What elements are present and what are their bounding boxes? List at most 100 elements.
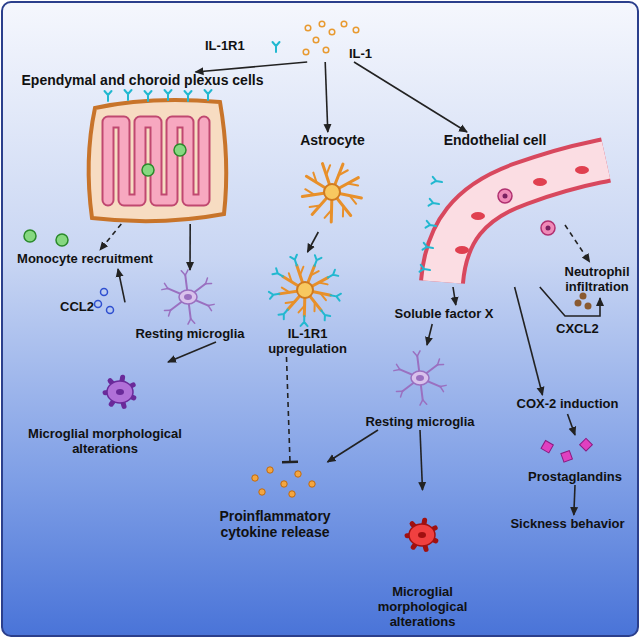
prostaglandin-symbol [561, 451, 573, 463]
edge-label: CXCL2 [556, 322, 599, 337]
microglia-process [413, 352, 417, 356]
label-node: Sickness behavior [505, 515, 630, 534]
cytokine-dot [309, 481, 315, 487]
node-text: IL-1R1 upregulation [258, 327, 358, 357]
receptor-icon [185, 91, 192, 101]
blood-cell [455, 246, 469, 254]
receptor-icon [279, 307, 291, 319]
illustration-group [105, 21, 447, 549]
chemokine-dot [101, 289, 108, 296]
receptor-icon [290, 255, 300, 267]
cytokine-dot [329, 29, 335, 35]
arrow-connector [118, 269, 125, 302]
receptor-icon [165, 90, 172, 100]
astrocyte-process [300, 267, 303, 275]
arrow-connector [325, 62, 328, 132]
receptor-icon [290, 255, 300, 267]
cytokine-dot [341, 21, 347, 27]
label-node: Ependymal and choroid plexus cells [10, 72, 275, 224]
receptor-icon [301, 316, 308, 326]
microglia-body [409, 524, 435, 546]
astrocyte-process [311, 271, 319, 275]
microglia-process [401, 391, 403, 397]
astrocyte-process [319, 283, 328, 285]
microglia-process [169, 310, 171, 316]
choroid-folds-outline [108, 122, 204, 200]
cytokine-dot [259, 489, 265, 495]
microglia-process [191, 319, 195, 323]
arrow-connector [196, 62, 308, 72]
microglia-process [438, 359, 440, 365]
vessel-lumen [442, 160, 606, 282]
receptor-icon [301, 316, 308, 326]
label-node: Prostaglandins [525, 435, 625, 485]
cytokine-dot [353, 27, 359, 33]
microglia-nucleus [184, 294, 192, 300]
node-text: IL-1 [349, 47, 372, 62]
receptor-icon [326, 270, 338, 281]
receptor-icon [105, 91, 112, 101]
neutrophil [498, 189, 512, 203]
microglia-process [396, 364, 399, 369]
astrocyte-process [313, 302, 315, 311]
microglia-process [420, 400, 423, 405]
astrocyte-process [325, 210, 332, 218]
receptor-icon [205, 90, 212, 100]
receptor-icon [426, 221, 437, 230]
cytokine-dot [281, 481, 287, 487]
node-text: COX-2 induction [517, 397, 619, 412]
neutrophil [541, 221, 555, 235]
chemokine-dot [107, 307, 114, 314]
receptor-icon [423, 243, 434, 252]
label-node: Soluble factor X [385, 305, 503, 324]
label-node: IL-1R1 upregulation [255, 252, 360, 357]
microglia-body [411, 371, 429, 385]
receptor-icon [145, 91, 152, 101]
inhibition-connector [287, 357, 291, 462]
node-text: Resting microglia [135, 327, 244, 342]
node-text: Neutrophil infiltration [562, 265, 632, 295]
receptor-icon [423, 243, 434, 252]
microglia-nucleus [116, 389, 124, 395]
astrocyte-process [313, 173, 316, 183]
receptor-icon [318, 308, 330, 320]
receptor-icon [165, 90, 172, 100]
arrow-connector [568, 414, 576, 435]
blood-cell [533, 178, 547, 186]
label-node: Resting microglia [350, 345, 490, 430]
node-text: Endothelial cell [444, 132, 547, 148]
label-node: IL-1 [300, 20, 372, 62]
cytokine-dot [319, 21, 325, 27]
label-node: Resting microglia [125, 270, 255, 342]
microglia-process [417, 351, 420, 356]
node-text: Resting microglia [365, 415, 474, 430]
arrow-connector [565, 225, 590, 262]
cytokine-dot [267, 467, 273, 473]
cytokine-dot [289, 491, 295, 497]
node-text: Monocyte recruitment [17, 252, 153, 267]
receptor-icon [125, 90, 132, 100]
arrow-connector [354, 62, 467, 132]
receptor-icon [272, 268, 284, 279]
microglia-body [107, 381, 133, 403]
arrow-connector [515, 287, 543, 395]
receptor-icon [311, 255, 321, 267]
astrocyte-body [297, 282, 313, 298]
label-node: Microglial morphological alterations [15, 362, 195, 457]
cytokine-dot [303, 49, 309, 55]
label-node: Monocyte recruitment [10, 250, 160, 269]
microglia-process [206, 278, 208, 284]
arrow-connector [328, 430, 379, 462]
microglia-process [208, 304, 214, 305]
astrocyte-process [289, 273, 292, 282]
label-node: Proinflammatory cytokine release [200, 462, 350, 540]
arrow-connector [453, 287, 456, 305]
label-node: Microglial morphological alterations [365, 490, 480, 630]
receptor-icon [432, 177, 443, 186]
receptor-icon [272, 268, 284, 279]
monocyte [24, 230, 36, 242]
prostaglandin-symbol [580, 438, 593, 451]
receptor-icon [330, 292, 341, 301]
receptor-icon [145, 91, 152, 101]
astrocyte-process [350, 196, 357, 204]
